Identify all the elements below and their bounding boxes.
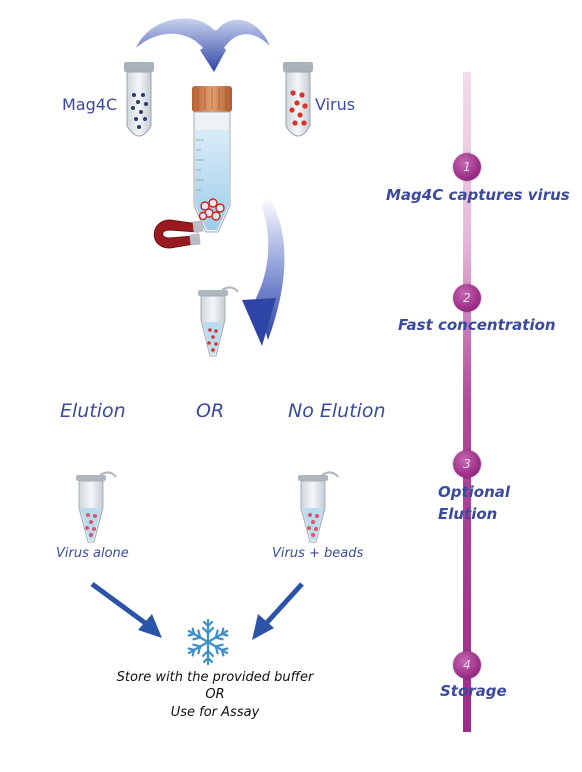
store-line-3: Use for Assay [170, 705, 260, 720]
microtube-icon [198, 286, 239, 357]
virus-tube-icon [283, 62, 313, 137]
microtube-icon [76, 471, 117, 543]
step-3-number: 3 [463, 457, 471, 471]
step-2-label: Fast concentration [398, 316, 556, 334]
or-label: OR [196, 400, 225, 422]
step-3-label-line-2: Elution [438, 505, 498, 523]
step-2-circle: 2 [453, 284, 481, 312]
virus-alone-label: Virus alone [56, 546, 129, 561]
step-2-number: 2 [463, 291, 471, 305]
store-line-2: OR [205, 687, 225, 702]
step-4-label: Storage [440, 682, 507, 700]
test-tube-icon [192, 86, 232, 233]
mag4c-label: Mag4C [62, 95, 118, 114]
curved-arrow-icon [242, 196, 285, 346]
virus-beads-label: Virus + beads [272, 546, 364, 561]
step-1-label: Mag4C captures virus [386, 186, 570, 204]
step-4-number: 4 [463, 658, 471, 672]
no-elution-label: No Elution [288, 400, 386, 422]
step-4-circle: 4 [453, 651, 481, 679]
virus-label: Virus [315, 95, 356, 114]
elution-label: Elution [60, 400, 126, 422]
step-1-circle: 1 [453, 153, 481, 181]
curved-arrow-icon [136, 18, 270, 72]
step-1-number: 1 [463, 160, 471, 174]
snowflake-icon [185, 618, 231, 666]
arrow-to-storage-left [90, 581, 162, 638]
store-line-1: Store with the provided buffer [116, 670, 314, 685]
arrow-to-storage-right [252, 582, 304, 640]
step-3-label-line-1: Optional [438, 483, 511, 501]
step-3-circle: 3 [453, 450, 481, 478]
mag4c-tube-icon [124, 62, 154, 137]
microtube-icon [298, 471, 339, 543]
magnet-icon [153, 219, 204, 249]
timeline-line [463, 72, 471, 732]
